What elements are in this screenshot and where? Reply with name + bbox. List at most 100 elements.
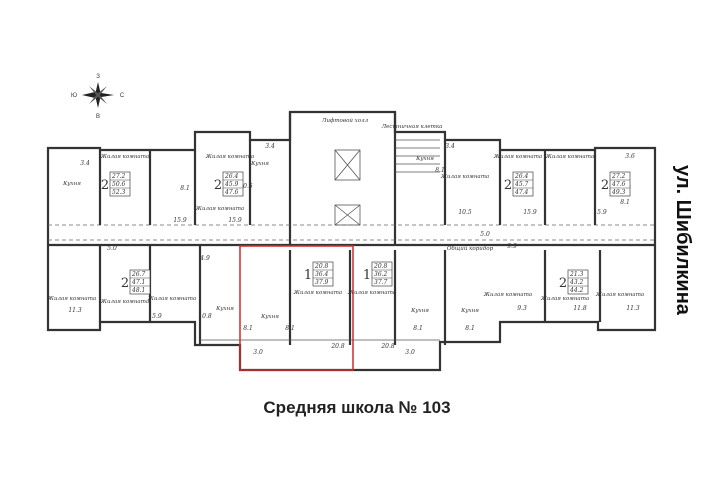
room-count: 2 xyxy=(504,178,512,193)
compass-north-label: З xyxy=(96,74,100,80)
kitchen-label: Кухня xyxy=(250,161,269,167)
room-area: 8.1 xyxy=(180,185,190,192)
room-count: 2 xyxy=(101,178,109,193)
room-area: 9.3 xyxy=(517,305,527,312)
stairwell-label: Лестничная клетка xyxy=(381,124,443,130)
room-area: 10.5 xyxy=(458,209,472,216)
room-area: 8.1 xyxy=(620,199,630,206)
room-count: 2 xyxy=(214,178,222,193)
apartment-badge: 227.247.649.3 xyxy=(601,171,631,197)
room-area: 3.0 xyxy=(405,349,415,356)
room-area: 8.1 xyxy=(465,325,475,332)
corridor-label: Общий коридор xyxy=(447,245,494,252)
apartment-total-area: 47.1 xyxy=(131,279,145,286)
kitchen-label: Кухня xyxy=(410,308,429,314)
apartment-total-area: 45.7 xyxy=(514,181,529,188)
room-area: 20.8 xyxy=(380,343,395,350)
living-room-label: Жилая комната xyxy=(205,154,254,160)
living-room-label: Жилая комната xyxy=(100,299,149,305)
room-area: 11.3 xyxy=(68,307,82,314)
living-room-label: Жилая комната xyxy=(440,174,489,180)
room-area: 9.9 xyxy=(507,243,517,250)
room-area: 15.9 xyxy=(593,209,607,216)
room-area: 3.4 xyxy=(445,143,455,150)
living-room-label: Жилая комната xyxy=(483,292,532,298)
compass-west-label: Ю xyxy=(71,93,77,99)
room-area: 15.9 xyxy=(148,313,162,320)
room-area: 10.8 xyxy=(198,313,212,320)
living-room-label: Жилая комната xyxy=(47,296,96,302)
room-count: 2 xyxy=(601,178,609,193)
apartment-total-area: 43.2 xyxy=(569,279,584,286)
apartment-total-area: 36.2 xyxy=(374,271,388,278)
apartment-living-area: 26.4 xyxy=(514,173,529,180)
kitchen-label: Кухня xyxy=(460,308,479,314)
room-area: 8.1 xyxy=(413,325,423,332)
school-label: Средняя школа № 103 xyxy=(263,398,451,417)
apartment-badge: 226.747.148.1 xyxy=(121,269,151,295)
kitchen-label: Кухня xyxy=(215,306,234,312)
apartment-living-area: 20.8 xyxy=(373,263,388,270)
apartment-total-balcony-area: 37.9 xyxy=(315,279,329,286)
room-area: 3.6 xyxy=(625,153,635,160)
room-area: 10.5 xyxy=(239,183,253,190)
highlighted-apartment-frame[interactable] xyxy=(239,245,354,371)
room-count: 1 xyxy=(363,268,371,283)
room-area: 3.0 xyxy=(253,349,263,356)
living-room-label: Жилая комната xyxy=(545,154,594,160)
apartment-total-balcony-area: 37.7 xyxy=(374,279,388,286)
compass-east-label: С xyxy=(120,93,125,99)
apartment-total-balcony-area: 52.3 xyxy=(112,189,126,196)
room-area: 3.4 xyxy=(265,143,275,150)
room-area: 5.0 xyxy=(107,245,117,252)
street-label: ул. Шибилкина xyxy=(662,165,702,335)
apartment-total-balcony-area: 44.2 xyxy=(569,287,584,294)
apartment-living-area: 27.2 xyxy=(111,173,126,180)
apartment-total-balcony-area: 48.1 xyxy=(131,287,145,294)
apartment-badge: 227.250.652.3 xyxy=(101,171,131,197)
room-count: 2 xyxy=(559,276,567,291)
kitchen-label: Кухня xyxy=(415,156,434,162)
apartment-total-area: 36.4 xyxy=(315,271,329,278)
room-area: 15.9 xyxy=(228,217,242,224)
apartment-living-area: 26.4 xyxy=(224,173,239,180)
apartment-badge: 226.445.747.4 xyxy=(504,171,534,197)
room-area: 5.0 xyxy=(480,231,490,238)
room-area: 3.4 xyxy=(80,160,90,167)
room-area: 20.8 xyxy=(330,343,345,350)
apartment-living-area: 27.2 xyxy=(611,173,626,180)
room-area: 4.9 xyxy=(199,255,210,262)
living-room-label: Жилая комната xyxy=(195,206,244,212)
living-room-label: Жилая комната xyxy=(100,154,149,160)
apartment-badge: 120.836.437.9 xyxy=(304,261,334,287)
living-room-label: Жилая комната xyxy=(595,292,644,298)
living-room-label: Жилая комната xyxy=(147,296,196,302)
room-area: 15.9 xyxy=(523,209,537,216)
apartment-total-balcony-area: 49.3 xyxy=(611,189,626,196)
room-labels: Лифтовой холл Лестничная клетка Общий ко… xyxy=(47,117,644,320)
living-room-label: Жилая комната xyxy=(347,290,396,296)
living-room-label: Жилая комната xyxy=(493,154,542,160)
room-count: 2 xyxy=(121,276,129,291)
kitchen-label: Кухня xyxy=(62,181,81,187)
apartment-living-area: 26.7 xyxy=(131,271,146,278)
room-area-labels: 15.9 15.9 10.5 8.1 8.1 10.5 15.9 15.9 8.1 11.3 1 5.… xyxy=(68,143,640,356)
living-room-label: Жилая комната xyxy=(293,290,342,296)
apartment-badge: 221.343.244.2 xyxy=(559,269,589,295)
apartment-total-balcony-area: 47.6 xyxy=(224,189,239,196)
room-area: 11.3 xyxy=(626,305,640,312)
elevator-hall-label: Лифтовой холл xyxy=(321,117,369,124)
living-room-label: Жилая комната xyxy=(540,296,589,302)
apartment-total-area: 45.9 xyxy=(224,181,239,188)
apartment-living-area: 20.8 xyxy=(314,263,329,270)
apartment-total-area: 50.6 xyxy=(112,181,126,188)
room-area: 8.1 xyxy=(435,167,445,174)
kitchen-label: Кухня xyxy=(260,314,279,320)
compass-rose-icon: З В Ю С xyxy=(71,74,125,120)
compass-south-label: В xyxy=(96,114,100,120)
room-area: 8.1 xyxy=(243,325,253,332)
apartment-living-area: 21.3 xyxy=(569,271,584,278)
room-area: 8.1 xyxy=(285,325,295,332)
